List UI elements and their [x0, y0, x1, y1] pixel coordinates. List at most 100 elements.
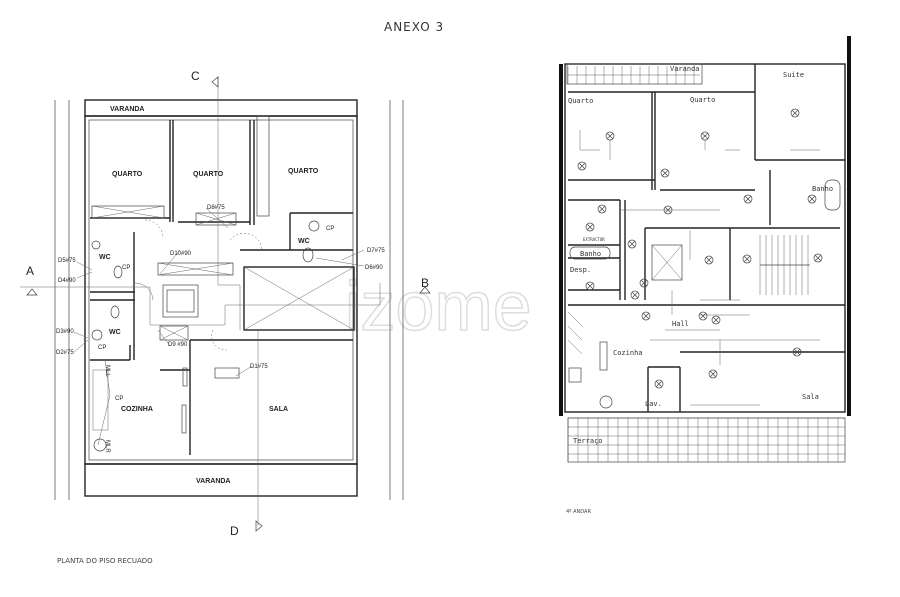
room-label: WC: [298, 238, 310, 245]
room-label: Desp.: [570, 266, 591, 274]
left-floor-plan: VARANDA VARANDA QUARTO QUARTO QUARTO WC …: [20, 69, 431, 565]
room-label: SALA: [269, 406, 288, 413]
section-mark-a: A: [26, 264, 34, 278]
heavy-edge: [847, 36, 851, 416]
annotation-leaders: [73, 207, 365, 446]
drain-label: D3#90: [56, 329, 74, 335]
varanda-tiles: [567, 66, 700, 84]
room-label: EXTRACTOR: [583, 237, 605, 242]
section-arrow: [419, 286, 431, 294]
cp-label: CP: [122, 265, 130, 271]
lamp-icon: [660, 168, 670, 178]
lamp-icon: [743, 194, 753, 204]
section-mark-c: C: [191, 69, 200, 83]
lamp-icon: [654, 379, 664, 389]
stairwell-void: [243, 266, 355, 331]
room-label: VARANDA: [196, 478, 230, 485]
lamp-icon: [630, 290, 640, 300]
room-label: Cozinha: [613, 349, 643, 357]
lamp-icon: [585, 222, 595, 232]
section-mark-b: B: [421, 276, 429, 290]
outer-walls: [564, 63, 846, 413]
appliance-label: MLL: [104, 365, 110, 377]
room-label: QUARTO: [112, 171, 143, 178]
inner-wall-line: [88, 119, 354, 461]
lamp-icon: [641, 311, 651, 321]
lamp-icon: [704, 255, 714, 265]
section-line-cd: [217, 76, 259, 526]
lamp-icon: [585, 281, 595, 291]
plan-caption: 4º ANDAR: [566, 509, 591, 515]
cp-label: CP: [326, 226, 334, 232]
lamp-icon: [711, 315, 721, 325]
bathtub: [824, 179, 841, 211]
wardrobe: [91, 205, 165, 219]
cp-label: CP: [98, 345, 106, 351]
room-label: Sala: [802, 393, 819, 401]
wardrobe: [195, 212, 237, 226]
room-label: Quarto: [568, 97, 593, 105]
lamp-icon: [605, 131, 615, 141]
lamp-icon: [639, 278, 649, 288]
room-label: WC: [109, 329, 121, 336]
lamp-icon: [708, 369, 718, 379]
staircase: [759, 235, 810, 295]
room-label: Terraço: [573, 437, 603, 445]
varanda-bottom: [84, 463, 358, 497]
lamp-icon: [698, 311, 708, 321]
appliance-label: MLR: [104, 440, 110, 453]
room-label: Banho: [812, 185, 833, 193]
lamp-icon: [807, 194, 817, 204]
drain-label: D4#90: [58, 278, 76, 284]
section-line-ab: [20, 283, 381, 326]
room-label: Quarto: [690, 96, 715, 104]
room-label: QUARTO: [193, 171, 224, 178]
room-label: COZINHA: [121, 406, 153, 413]
cooktop: [568, 367, 582, 383]
room-label: Banho: [580, 250, 601, 258]
room-label: QUARTO: [288, 168, 319, 175]
light-fixtures: [577, 108, 823, 389]
room-label: WC: [99, 254, 111, 261]
drain-label: D8#75: [207, 205, 225, 211]
watermark: izome: [345, 267, 532, 345]
lamp-icon: [790, 108, 800, 118]
room-label: VARANDA: [110, 106, 144, 113]
bathtub: [569, 246, 611, 260]
heavy-edge: [559, 64, 563, 416]
lamp-icon: [663, 205, 673, 215]
lamp-icon: [792, 347, 802, 357]
partition-walls: [90, 120, 353, 455]
terrace: [567, 417, 846, 463]
drain-label: D9 #90: [168, 342, 188, 348]
drain-label: D7#75: [367, 248, 385, 254]
sheet-title: ANEXO 3: [384, 20, 444, 34]
elevator: [651, 244, 683, 281]
duct: [256, 115, 270, 217]
lamp-icon: [627, 239, 637, 249]
lamp-icon: [700, 131, 710, 141]
drain-label: D1#75: [250, 364, 268, 370]
lamp-icon: [597, 204, 607, 214]
cp-label: CP: [115, 396, 123, 402]
section-mark-d: D: [230, 524, 239, 538]
drain-label: D2#75: [56, 350, 74, 356]
drain-label: D5#75: [58, 258, 76, 264]
section-arrow: [255, 520, 263, 532]
lamp-icon: [742, 254, 752, 264]
drain-label: D10#90: [170, 251, 192, 257]
room-label: Varanda: [670, 65, 700, 73]
drain-label: D6#90: [365, 265, 383, 271]
lamp-icon: [813, 253, 823, 263]
section-arrow: [26, 288, 38, 296]
wardrobe: [157, 262, 234, 276]
terrace-tiles: [567, 417, 845, 462]
room-label: Hall: [672, 320, 689, 328]
room-label: Lav.: [645, 400, 662, 408]
partition-walls: [568, 64, 845, 412]
electrical-wiring: [579, 130, 820, 406]
right-floor-plan: Varanda Suite Quarto Quarto Banho Banho …: [559, 36, 851, 515]
section-arrow: [211, 76, 219, 88]
plan-caption: PLANTA DO PISO RECUADO: [57, 557, 153, 565]
elevator: [162, 284, 199, 318]
